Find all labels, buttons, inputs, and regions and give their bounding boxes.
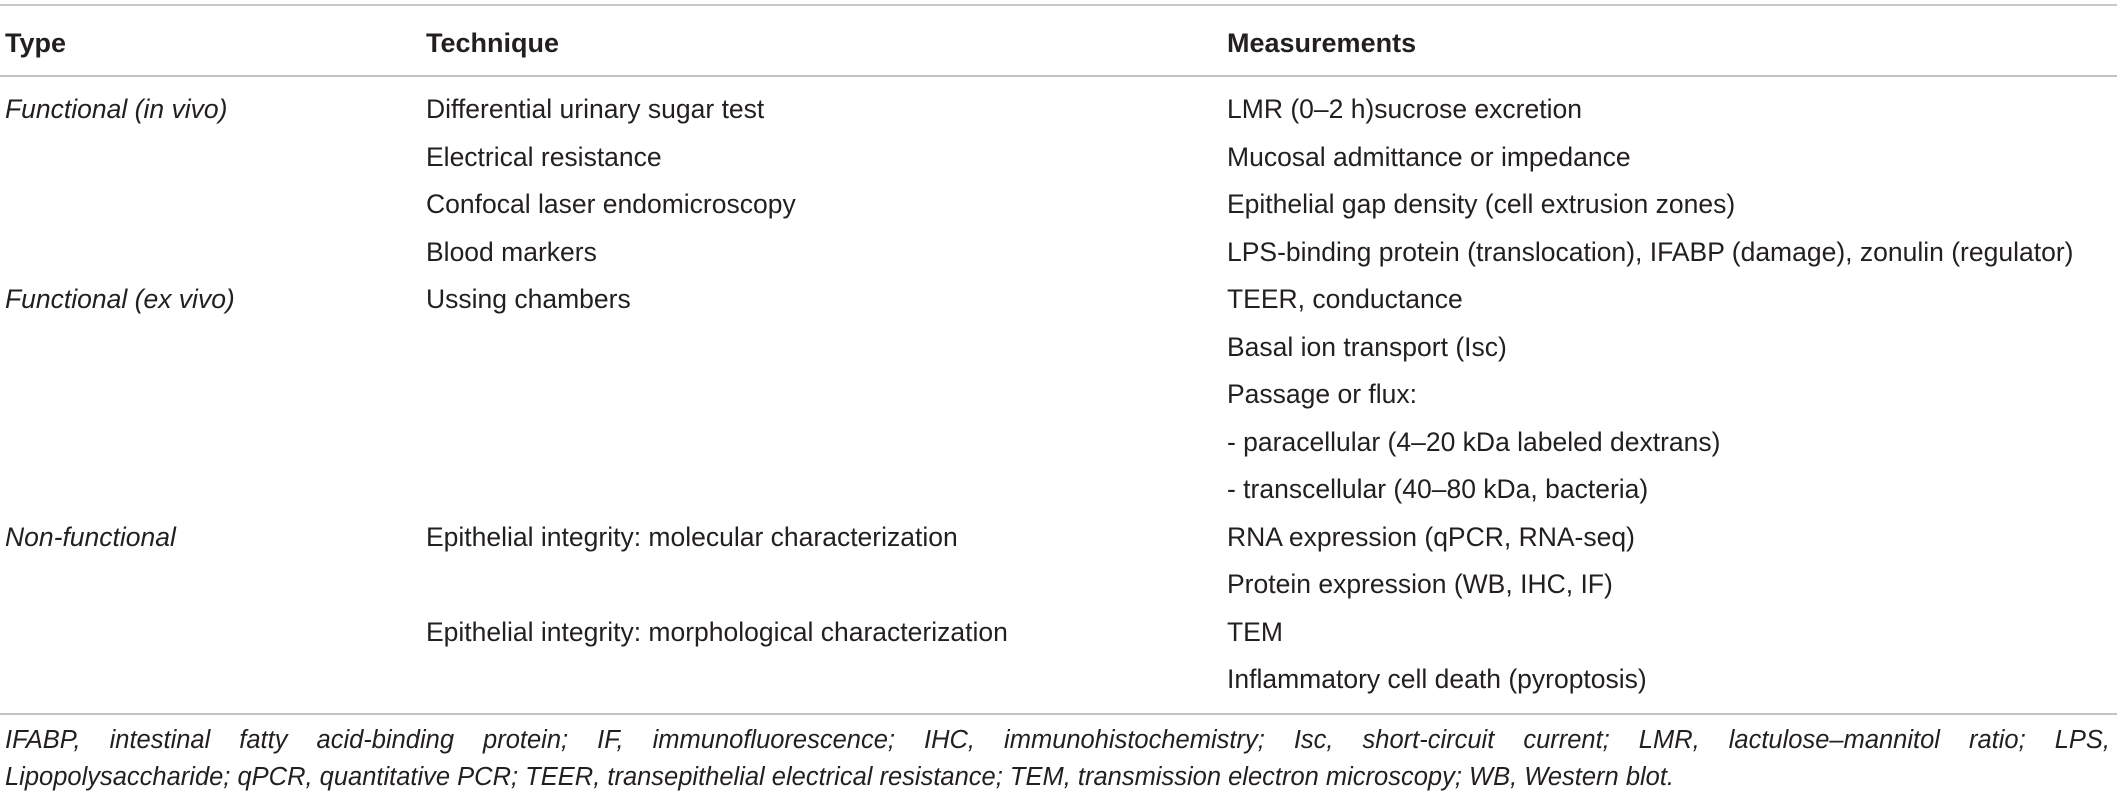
table-header-row: Type Technique Measurements (0, 6, 2117, 78)
footnote-line-1: IFABP, intestinal fatty acid-binding pro… (5, 726, 2110, 754)
measurement-cell: Protein expression (WB, IHC, IF) (1227, 569, 1613, 600)
technique-cell (426, 656, 1227, 704)
type-cell (0, 656, 426, 704)
type-cell (0, 324, 426, 372)
measurement-cell: Basal ion transport (Isc) (1227, 331, 1507, 362)
table-top-rule (0, 4, 2117, 6)
technique-cell (426, 466, 1227, 514)
technique-cell: Differential urinary sugar test (426, 94, 765, 125)
technique-cell: Blood markers (426, 236, 597, 267)
measurement-cell: LPS-binding protein (translocation), IFA… (1227, 236, 2074, 267)
table-row: Blood markers LPS-binding protein (transl… (0, 229, 2117, 277)
table-row: Inflammatory cell death (pyroptosis) (0, 656, 2117, 704)
header-spacer-row (0, 78, 2117, 86)
table-row: Functional (in vivo) Differential urinary… (0, 86, 2117, 134)
measurement-cell: TEM (1227, 616, 1283, 647)
header-type: Type (5, 27, 67, 58)
technique-cell (426, 371, 1227, 419)
type-cell (0, 609, 426, 657)
measurement-cell: Epithelial gap density (cell extrusion z… (1227, 189, 1736, 220)
measurement-cell: - transcellular (40–80 kDa, bacteria) (1227, 474, 1649, 505)
type-cell: Functional (in vivo) (5, 94, 228, 125)
measurement-cell: RNA expression (qPCR, RNA-seq) (1227, 521, 1635, 552)
header-measurements: Measurements (1227, 27, 1417, 58)
type-cell (0, 371, 426, 419)
table-row: Confocal laser endomicroscopy Epithelial … (0, 181, 2117, 229)
measurements-table: Type Technique Measurements Functional (… (0, 6, 2117, 704)
technique-cell (426, 419, 1227, 467)
table-row: Basal ion transport (Isc) (0, 324, 2117, 372)
technique-cell: Epithelial integrity: morphological char… (426, 616, 1008, 647)
footnote-line-2: Lipopolysaccharide; qPCR, quantitative P… (5, 763, 1675, 791)
table-row: Electrical resistance Mucosal admittance … (0, 134, 2117, 182)
measurement-cell: Inflammatory cell death (pyroptosis) (1227, 664, 1647, 695)
technique-cell: Epithelial integrity: molecular characte… (426, 521, 958, 552)
technique-cell: Confocal laser endomicroscopy (426, 189, 796, 220)
technique-cell: Electrical resistance (426, 141, 662, 172)
type-cell: Non-functional (5, 521, 176, 552)
type-cell (0, 466, 426, 514)
technique-cell (426, 324, 1227, 372)
header-technique: Technique (426, 27, 560, 58)
technique-cell (426, 561, 1227, 609)
type-cell: Functional (ex vivo) (5, 284, 235, 315)
measurement-cell: Passage or flux: (1227, 379, 1418, 410)
measurement-cell: LMR (0–2 h)sucrose excretion (1227, 94, 1582, 125)
table-row: - transcellular (40–80 kDa, bacteria) (0, 466, 2117, 514)
table-row: Epithelial integrity: morphological char… (0, 609, 2117, 657)
type-cell (0, 561, 426, 609)
table-row: Non-functional Epithelial integrity: mole… (0, 514, 2117, 562)
table-row: - paracellular (4–20 kDa labeled dextran… (0, 419, 2117, 467)
table-row: Protein expression (WB, IHC, IF) (0, 561, 2117, 609)
table-row: Passage or flux: (0, 371, 2117, 419)
header-bottom-rule (0, 75, 2117, 77)
measurement-cell: Mucosal admittance or impedance (1227, 141, 1631, 172)
type-cell (0, 181, 426, 229)
type-cell (0, 419, 426, 467)
type-cell (0, 229, 426, 277)
table-footnote: IFABP, intestinal fatty acid-binding pro… (5, 722, 2110, 796)
technique-cell: Ussing chambers (426, 284, 631, 315)
type-cell (0, 134, 426, 182)
table-row: Functional (ex vivo) Ussing chambers TEER,… (0, 276, 2117, 324)
table-bottom-rule (0, 713, 2117, 715)
measurement-cell: TEER, conductance (1227, 284, 1463, 315)
table-body: Functional (in vivo) Differential urinary… (0, 78, 2117, 704)
measurement-cell: - paracellular (4–20 kDa labeled dextran… (1227, 426, 1721, 457)
